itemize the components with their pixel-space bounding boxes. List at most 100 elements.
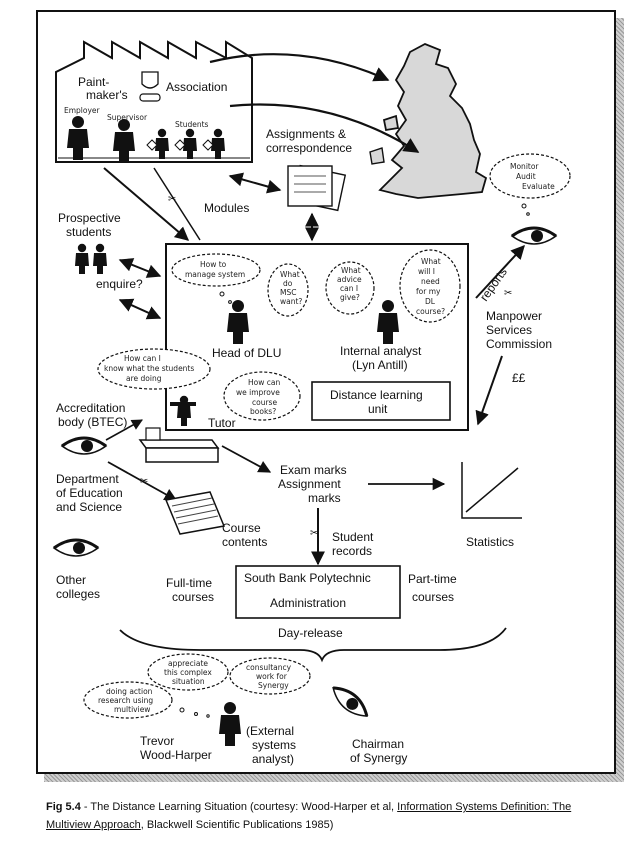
svg-text:What: What [341, 266, 361, 275]
svg-text:consultancy: consultancy [246, 663, 292, 672]
scissors-icon: ✂ [140, 476, 148, 487]
svg-text:situation: situation [172, 677, 205, 686]
msc-eye-icon [510, 226, 558, 246]
internal-analyst-figure [377, 300, 399, 344]
svg-text:DL: DL [425, 297, 436, 306]
dept-education-label-1: Department [56, 472, 119, 486]
diamond-icon [146, 139, 214, 151]
svg-text:How can I: How can I [124, 354, 161, 363]
sbp-admin-box [235, 565, 401, 619]
accreditation-eye-icon [60, 436, 108, 456]
svg-text:MSC: MSC [280, 288, 296, 297]
svg-text:for my: for my [416, 287, 441, 296]
tutor-desk [138, 427, 220, 463]
accreditation-label-1: Accreditation [56, 401, 125, 415]
association-label: Association [166, 80, 227, 94]
thought-bubble-msc: What do MSC want? [267, 263, 309, 317]
svg-text:How to: How to [200, 260, 227, 269]
course-contents-label-1: Course [222, 521, 261, 535]
head-dlu-figure [227, 300, 249, 344]
svg-text:can I: can I [340, 284, 358, 293]
svg-text:give?: give? [340, 293, 360, 302]
dlu-inner-box [311, 381, 451, 421]
svg-text:research using: research using [98, 696, 153, 705]
svg-text:need: need [421, 277, 440, 286]
caption-post: , Blackwell Scientific Publications 1985… [140, 819, 334, 831]
caption-pre: - The Distance Learning Situation (court… [80, 801, 398, 813]
assignments-label-1: Assignments & [266, 127, 346, 141]
internal-analyst-label-2: (Lyn Antill) [352, 358, 408, 372]
svg-text:doing action: doing action [106, 687, 153, 696]
paintmakers-label-2: maker's [86, 88, 128, 102]
chairman-eye-icon [326, 680, 374, 724]
exam-marks-label-1: Exam marks [280, 463, 347, 477]
distance-learning-diagram: Paint- maker's Association Employer Supe… [52, 40, 571, 766]
figure-caption: Fig 5.4 - The Distance Learning Situatio… [46, 798, 616, 834]
svg-text:know what the students: know what the students [104, 364, 194, 373]
uk-map [378, 43, 488, 199]
manpower-label-2: Services [486, 323, 532, 337]
tutor-label: Tutor [208, 416, 236, 430]
prospective-student-figure [75, 243, 89, 274]
svg-text:we improve: we improve [236, 388, 280, 397]
manpower-label-1: Manpower [486, 309, 542, 323]
exam-marks-label-2: Assignment [278, 477, 341, 491]
scissors-icon: ✂ [310, 528, 318, 539]
thought-bubble-appreciate: appreciate this complex situation [147, 653, 229, 691]
statistics-label: Statistics [466, 535, 514, 549]
prospective-label-1: Prospective [58, 211, 121, 225]
svg-text:are doing: are doing [126, 374, 162, 383]
trevor-label-2: Wood-Harper [140, 748, 212, 762]
head-dlu-label: Head of DLU [212, 346, 281, 360]
svg-text:work for: work for [256, 672, 288, 681]
student-figure [211, 128, 225, 159]
fulltime-label-1: Full-time [166, 576, 212, 590]
student-figure [183, 128, 197, 159]
parttime-label-1: Part-time [408, 572, 457, 586]
employer-label: Employer [64, 106, 101, 115]
student-records-label-1: Student [332, 530, 374, 544]
prospective-label-2: students [66, 225, 111, 239]
fulltime-label-2: courses [172, 590, 214, 604]
prospective-student-figure [93, 243, 107, 274]
other-colleges-label-2: colleges [56, 587, 100, 601]
other-colleges-label-1: Other [56, 573, 86, 587]
exam-marks-label-3: marks [308, 491, 341, 505]
caption-book: Information Systems Definition: The Mult… [46, 801, 572, 831]
svg-text:course?: course? [416, 307, 445, 316]
dept-education-label-3: and Science [56, 500, 122, 514]
svg-text:want?: want? [280, 297, 302, 306]
thought-bubble-monitor: Monitor Audit Evaluate [489, 153, 571, 216]
ireland-fragment [369, 147, 385, 165]
svg-text:manage system: manage system [185, 270, 245, 279]
modules-label: Modules [204, 201, 249, 215]
enquire-label: enquire? [96, 277, 143, 291]
svg-text:this complex: this complex [164, 668, 212, 677]
thought-bubble-know: How can I know what the students are doi… [97, 348, 211, 390]
svg-text:What: What [421, 257, 441, 266]
day-release-brace [119, 627, 507, 663]
sbp-label-1: South Bank Polytechnic [244, 571, 371, 585]
svg-text:books?: books? [250, 407, 276, 416]
trevor-figure [219, 702, 241, 746]
external-label-2: systems [252, 738, 296, 752]
money-label: ££ [512, 371, 526, 385]
student-records-label-2: records [332, 544, 372, 558]
svg-text:Audit: Audit [516, 172, 536, 181]
thought-bubble-improve: How can we improve course books? [223, 371, 301, 421]
parttime-label-2: courses [412, 590, 454, 604]
thought-bubble-advice: What advice can I give? [325, 261, 375, 315]
manpower-label-3: Commission [486, 337, 552, 351]
caption-fig: Fig 5.4 [46, 801, 81, 813]
external-label-3: analyst) [252, 752, 294, 766]
scissors-icon: ✂ [504, 288, 512, 299]
svg-text:Evaluate: Evaluate [522, 182, 555, 191]
thought-bubble-consultancy: consultancy work for Synergy [229, 657, 311, 695]
internal-analyst-label-1: Internal analyst [340, 344, 422, 358]
svg-text:What: What [280, 270, 300, 279]
supervisor-figure [113, 119, 135, 163]
student-figure [155, 128, 169, 159]
thought-bubble-action: doing action research using multiview [83, 681, 210, 719]
sbp-label-2: Administration [270, 596, 346, 610]
course-contents-label-2: contents [222, 535, 267, 549]
